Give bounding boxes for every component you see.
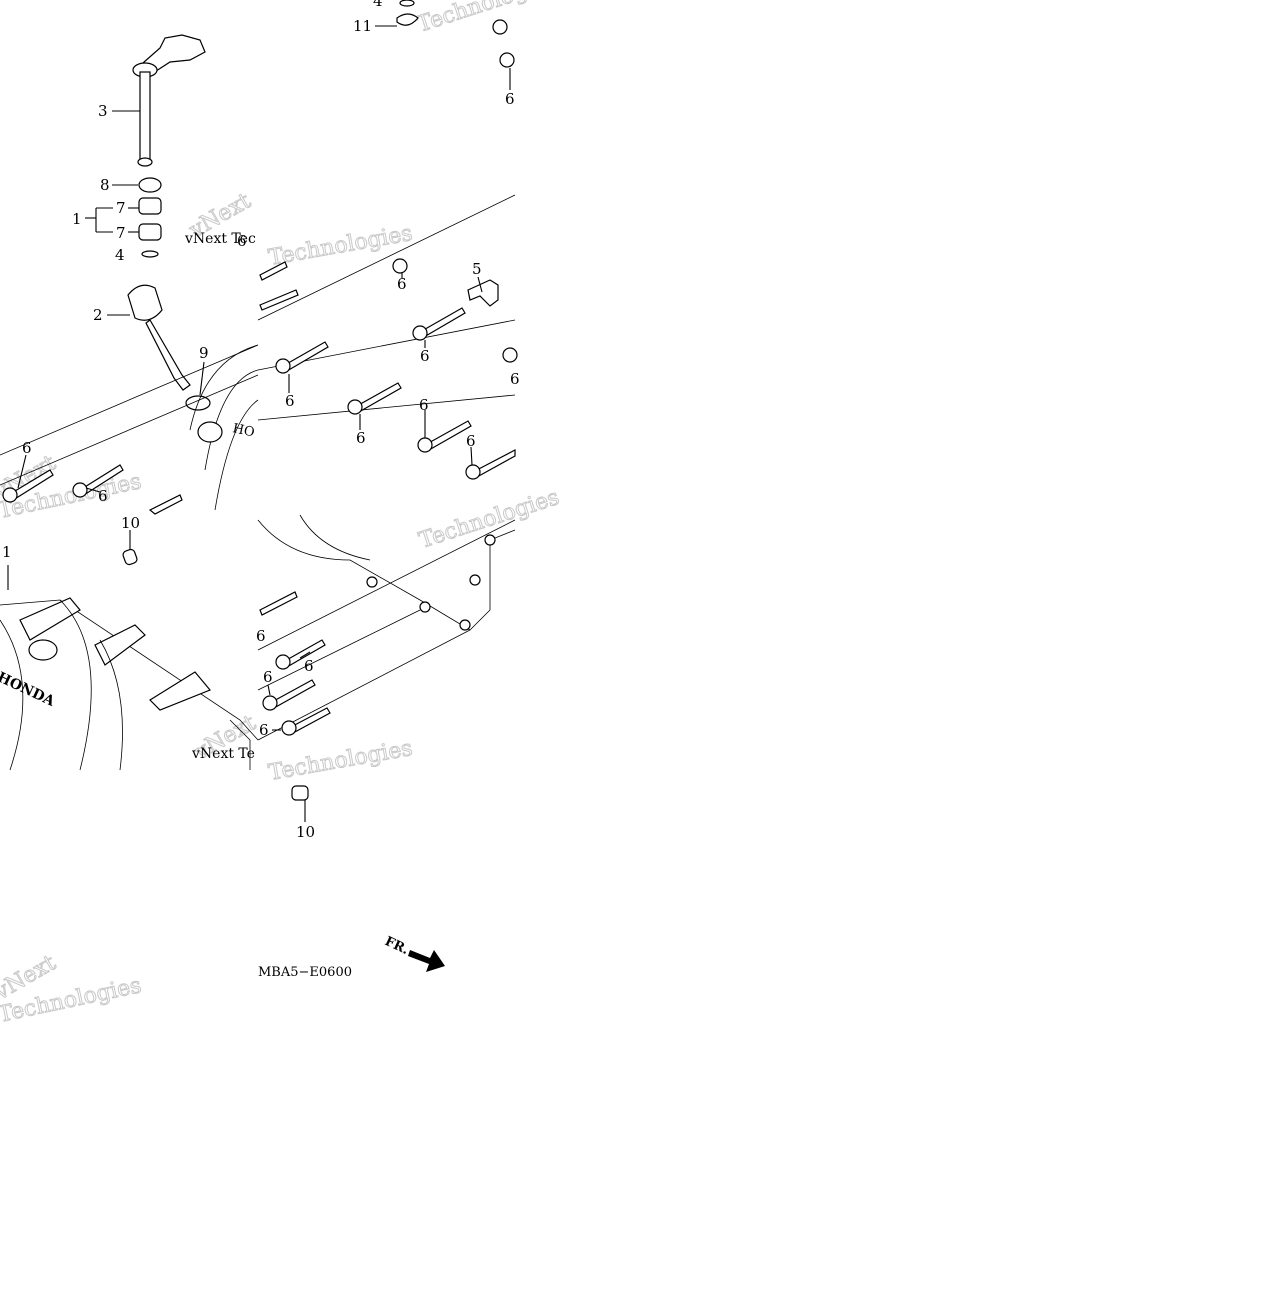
callout-6: 6: [420, 347, 430, 365]
cover-outline: [189, 344, 259, 431]
tile-bottom-right: [257, 514, 516, 822]
oil-seal: [138, 177, 162, 193]
bolt: [259, 289, 299, 311]
watermark-text: Technologies: [414, 0, 560, 38]
shift-spindle: [139, 71, 151, 163]
front-arrow: FR.: [382, 934, 445, 972]
callout-6: 6: [22, 439, 32, 457]
watermark-label: vNext Tec: [184, 231, 256, 247]
callout-6: 6: [397, 275, 407, 293]
filler-hole: [28, 639, 58, 661]
tile-top-left: [85, 34, 206, 258]
callout-8: 8: [100, 176, 110, 194]
callout-6: 6: [98, 487, 108, 505]
callout-6: 6: [285, 392, 295, 410]
callout-6: 6: [256, 627, 266, 645]
callout-7: 7: [116, 224, 126, 242]
callout-2: 2: [93, 306, 103, 324]
watermark-text: Technologies: [267, 736, 415, 786]
filler-hole: [197, 421, 223, 443]
front-label: FR.: [382, 934, 411, 958]
boss: [149, 671, 211, 711]
callout-6: 6: [510, 370, 520, 388]
washer-top: [141, 250, 159, 258]
bolt-head: [392, 258, 408, 274]
tile-top-right: [375, 0, 515, 90]
callout-9: 9: [199, 344, 209, 362]
spindle-end: [137, 157, 153, 167]
callout-6: 6: [356, 429, 366, 447]
callout-6: 6: [419, 396, 429, 414]
callout-6: 6: [259, 721, 269, 739]
watermark-text: Technologies: [267, 221, 415, 271]
tile-mid-right: [257, 194, 518, 480]
dipstick-cap: [127, 284, 163, 321]
callout-4: 4: [115, 246, 125, 264]
arrow-right-icon: [408, 950, 445, 972]
dowel-pin: [291, 785, 309, 801]
callout-10: 10: [296, 823, 315, 841]
bolt: [259, 261, 288, 281]
bolt-head: [499, 52, 515, 68]
washer: [399, 0, 415, 7]
callout-labels: 4 11 6 3 8 7 1 7 6 4 6 5 2 9 6 6 6 6 6 6…: [2, 0, 520, 841]
callout-6: 6: [466, 432, 476, 450]
callout-10: 10: [121, 514, 140, 532]
honda-mark: HO: [231, 421, 256, 440]
callout-3: 3: [98, 102, 108, 120]
tile-mid-left: HO: [0, 284, 259, 515]
callout-5: 5: [472, 260, 482, 278]
needle-bearing-lower: [138, 223, 162, 241]
dipstick-rod: [145, 319, 191, 391]
diagram-code: MBA5−E0600: [258, 965, 352, 980]
boss: [19, 597, 81, 641]
callout-1: 1: [2, 543, 12, 561]
callout-6: 6: [304, 657, 314, 675]
callout-7: 7: [116, 199, 126, 217]
honda-mark: HONDA: [0, 669, 58, 710]
watermark-label: vNext Te: [191, 746, 255, 762]
cover-edge: [0, 599, 259, 741]
callout-6: 6: [505, 90, 515, 108]
clip: [396, 13, 419, 26]
callout-4: 4: [373, 0, 383, 10]
bolt: [148, 494, 183, 515]
callout-11: 11: [353, 17, 372, 35]
bolt-head: [492, 19, 508, 35]
callout-6: 6: [263, 668, 273, 686]
bracket: [467, 279, 499, 307]
dowel-pin: [122, 548, 138, 566]
callout-6: 6: [237, 232, 247, 250]
bolt: [259, 591, 298, 616]
callout-1: 1: [72, 210, 82, 228]
needle-bearing-upper: [138, 197, 162, 215]
